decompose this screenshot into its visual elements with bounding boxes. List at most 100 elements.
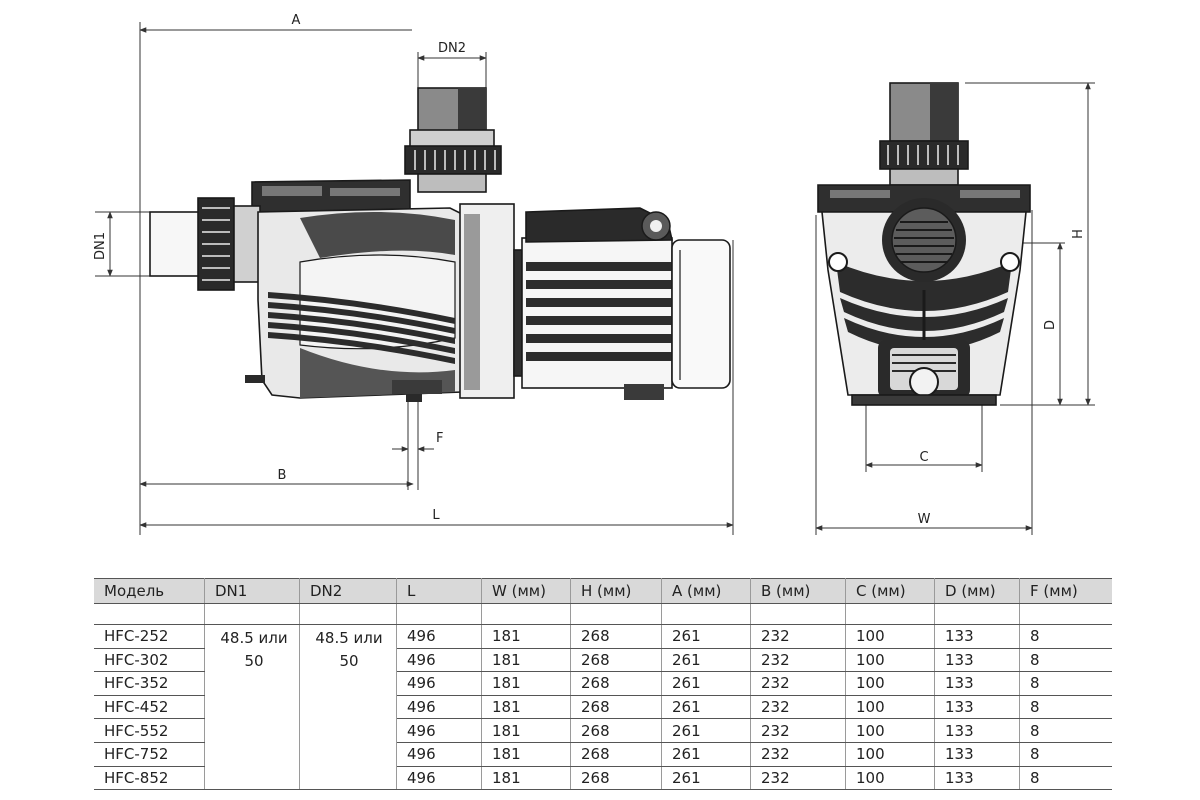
cell-f: 8 bbox=[1019, 742, 1112, 767]
cell-c: 100 bbox=[845, 695, 935, 720]
cell-w: 181 bbox=[481, 671, 571, 696]
front-pump-housing bbox=[821, 198, 1027, 406]
cell-h: 268 bbox=[570, 766, 662, 791]
cell-d: 133 bbox=[934, 718, 1020, 743]
dim-label-w: W bbox=[918, 512, 931, 527]
cell-c: 100 bbox=[845, 624, 935, 649]
cell-w: 181 bbox=[481, 695, 571, 720]
side-view: A DN2 DN1 F B L bbox=[93, 13, 734, 535]
dim-label-h: H bbox=[1071, 229, 1086, 239]
cell-c: 100 bbox=[845, 742, 935, 767]
cell-a: 261 bbox=[661, 718, 751, 743]
cell-l: 496 bbox=[396, 742, 482, 767]
cell-f: 8 bbox=[1019, 718, 1112, 743]
header-d: D (мм) bbox=[934, 578, 1020, 604]
suction-pipe bbox=[149, 197, 261, 291]
header-h: H (мм) bbox=[570, 578, 662, 604]
cell-d: 133 bbox=[934, 742, 1020, 767]
table-row: HFC-752 496 181 268 261 232 100 133 8 bbox=[94, 742, 1112, 767]
cell-b: 232 bbox=[750, 718, 846, 743]
cell-d: 133 bbox=[934, 671, 1020, 696]
pump-dimension-drawing: A DN2 DN1 F B L bbox=[93, 13, 1095, 535]
header-a: A (мм) bbox=[661, 578, 751, 604]
cell-h: 268 bbox=[570, 671, 662, 696]
cell-h: 268 bbox=[570, 624, 662, 649]
cell-c: 100 bbox=[845, 671, 935, 696]
header-b: B (мм) bbox=[750, 578, 846, 604]
cell-d: 133 bbox=[934, 624, 1020, 649]
cell-l: 496 bbox=[396, 695, 482, 720]
cell-h: 268 bbox=[570, 742, 662, 767]
table-header-row: Модель DN1 DN2 L W (мм) H (мм) A (мм) B … bbox=[94, 578, 1112, 604]
cell-c: 100 bbox=[845, 718, 935, 743]
cell-model: HFC-352 bbox=[94, 671, 205, 696]
cell-h: 268 bbox=[570, 648, 662, 673]
cell-d: 133 bbox=[934, 648, 1020, 673]
table-row: HFC-352 496 181 268 261 232 100 133 8 bbox=[94, 671, 1112, 696]
header-model: Модель bbox=[94, 578, 205, 604]
cell-b: 232 bbox=[750, 766, 846, 791]
pump-housing bbox=[245, 207, 463, 402]
cell-b: 232 bbox=[750, 648, 846, 673]
dim-label-d: D bbox=[1043, 320, 1058, 330]
dim-label-l: L bbox=[432, 508, 440, 523]
cell-f: 8 bbox=[1019, 624, 1112, 649]
cell-l: 496 bbox=[396, 624, 482, 649]
header-f: F (мм) bbox=[1019, 578, 1112, 604]
cell-w: 181 bbox=[481, 718, 571, 743]
cell-f: 8 bbox=[1019, 648, 1112, 673]
cell-model: HFC-452 bbox=[94, 695, 205, 720]
discharge-pipe bbox=[404, 87, 502, 193]
cell-l: 496 bbox=[396, 718, 482, 743]
cell-a: 261 bbox=[661, 742, 751, 767]
header-l: L bbox=[396, 578, 482, 604]
cell-b: 232 bbox=[750, 624, 846, 649]
cell-b: 232 bbox=[750, 671, 846, 696]
cell-a: 261 bbox=[661, 671, 751, 696]
motor-flange bbox=[459, 203, 523, 399]
cell-a: 261 bbox=[661, 648, 751, 673]
table-row: HFC-552 496 181 268 261 232 100 133 8 bbox=[94, 718, 1112, 743]
dim-label-f: F bbox=[436, 431, 443, 446]
cell-h: 268 bbox=[570, 695, 662, 720]
cell-f: 8 bbox=[1019, 695, 1112, 720]
cell-model: HFC-852 bbox=[94, 766, 205, 791]
table-row: HFC-852 496 181 268 261 232 100 133 8 bbox=[94, 766, 1112, 791]
dim-label-dn1: DN1 bbox=[93, 232, 108, 260]
dim-label-b: B bbox=[278, 468, 287, 483]
table-row: HFC-302 496 181 268 261 232 100 133 8 bbox=[94, 648, 1112, 673]
motor bbox=[521, 207, 731, 400]
cell-a: 261 bbox=[661, 624, 751, 649]
dim-label-a: A bbox=[292, 13, 301, 28]
specification-table: Модель DN1 DN2 L W (мм) H (мм) A (мм) B … bbox=[94, 578, 1112, 791]
cell-f: 8 bbox=[1019, 671, 1112, 696]
header-dn1: DN1 bbox=[204, 578, 300, 604]
cell-w: 181 bbox=[481, 742, 571, 767]
cell-w: 181 bbox=[481, 766, 571, 791]
cell-d: 133 bbox=[934, 766, 1020, 791]
cell-model: HFC-552 bbox=[94, 718, 205, 743]
header-dn2: DN2 bbox=[299, 578, 397, 604]
cell-a: 261 bbox=[661, 695, 751, 720]
cell-l: 496 bbox=[396, 766, 482, 791]
cell-model: HFC-302 bbox=[94, 648, 205, 673]
front-view: H D C W bbox=[815, 82, 1095, 535]
dim-label-dn2: DN2 bbox=[438, 41, 466, 56]
table-row: HFC-452 496 181 268 261 232 100 133 8 bbox=[94, 695, 1112, 720]
dim-label-c: C bbox=[919, 450, 928, 465]
cell-f: 8 bbox=[1019, 766, 1112, 791]
header-c: C (мм) bbox=[845, 578, 935, 604]
cell-b: 232 bbox=[750, 742, 846, 767]
cell-l: 496 bbox=[396, 671, 482, 696]
cell-d: 133 bbox=[934, 695, 1020, 720]
cell-w: 181 bbox=[481, 624, 571, 649]
front-discharge-pipe bbox=[879, 82, 969, 186]
cell-model: HFC-252 bbox=[94, 624, 205, 649]
cell-b: 232 bbox=[750, 695, 846, 720]
cell-h: 268 bbox=[570, 718, 662, 743]
cell-c: 100 bbox=[845, 648, 935, 673]
cell-model: HFC-752 bbox=[94, 742, 205, 767]
